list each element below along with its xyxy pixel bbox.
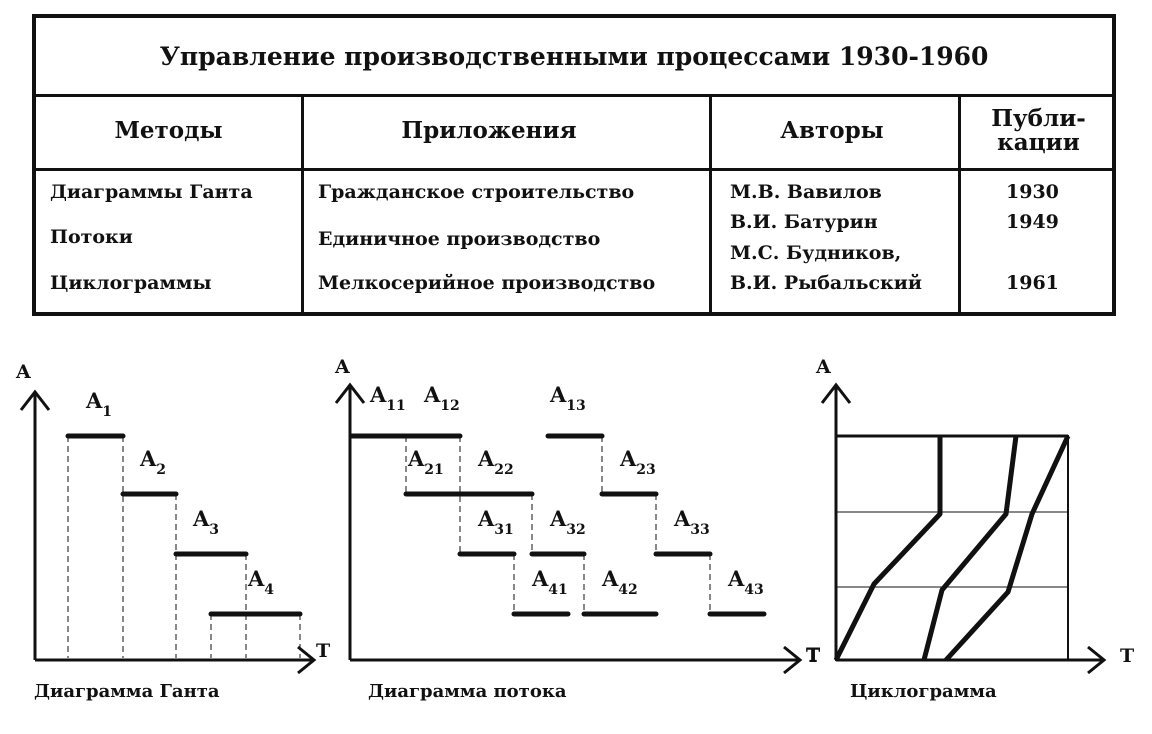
y-axis-label: A [334,356,350,378]
author-cell: М.В. Вавилов [730,181,882,203]
origin-label: T [806,645,820,667]
author-cell: В.И. Батурин [730,211,878,233]
flow-label-a13: A13 [549,382,586,414]
flow-label-a41: A41 [531,566,568,598]
header-applications: Приложения [401,116,577,144]
flow-guides [405,436,711,614]
method-cell: Потоки [50,226,133,248]
flow-label-a42: A42 [601,566,638,598]
application-cell: Единичное производство [318,228,601,250]
author-cell: В.И. Рыбальский [730,272,922,294]
gantt-diagram: A T A1 A2 A3 A4 Диаграмма Ганта [15,361,330,702]
column-divider [709,94,712,312]
author-cell: М.С. Будников, [730,242,902,264]
gantt-guides [67,436,301,658]
year-cell: 1961 [1006,272,1059,294]
gantt-label-a1: A1 [85,388,112,420]
x-axis-label: T [316,640,330,662]
column-divider [958,94,961,312]
column-divider [301,94,304,312]
flow-diagram: A T A11 A12 [334,356,820,702]
header-publications: Публи- кации [991,104,1086,156]
table-title: Управление производственными процессами … [36,18,1112,97]
flow-label-a11: A11 [369,382,406,414]
cyclogram-line-1 [833,436,943,662]
application-cell: Мелкосерийное производство [318,272,656,294]
x-axis-arrow [1087,645,1107,675]
flow-label-a43: A43 [727,566,764,598]
y-axis-arrow [334,382,366,404]
y-axis-arrow [19,389,51,411]
cyclogram-frame [835,435,1069,661]
flow-label-a12: A12 [423,382,460,414]
y-axis-arrow [820,382,852,404]
x-axis-label: T [1120,645,1134,667]
y-axis-label: A [815,356,831,378]
flow-label-a32: A32 [549,506,586,538]
cyclogram-line-3 [944,434,1071,662]
method-cell: Циклограммы [50,272,212,294]
gantt-label-a3: A3 [192,506,219,538]
cyclogram-line-2 [921,435,1019,661]
flow-caption: Диаграмма потока [368,681,567,702]
x-axis-arrow [783,645,803,675]
x-axis-arrow [297,645,317,675]
gantt-caption: Диаграмма Ганта [34,681,220,702]
flow-label-a22: A22 [477,446,514,478]
year-cell: 1930 [1006,181,1059,203]
cyclogram-caption: Циклограмма [850,681,997,702]
flow-label-a23: A23 [619,446,656,478]
year-cell: 1949 [1006,211,1059,233]
header-divider [36,168,1112,171]
x-axis-label: T [806,644,820,666]
y-axis-label: A [15,361,31,383]
flow-label-a31: A31 [477,506,514,538]
gantt-label-a2: A2 [139,446,166,478]
header-methods: Методы [114,116,223,144]
gantt-label-a4: A4 [247,566,274,598]
flow-label-a21: A21 [407,446,444,478]
application-cell: Гражданское строительство [318,181,635,203]
methods-table: Управление производственными процессами … [32,14,1116,316]
header-authors: Авторы [780,116,884,144]
flow-label-a33: A33 [673,506,710,538]
method-cell: Диаграммы Ганта [50,181,253,203]
cyclogram-diagram: A T T Циклограмма [806,356,1134,702]
